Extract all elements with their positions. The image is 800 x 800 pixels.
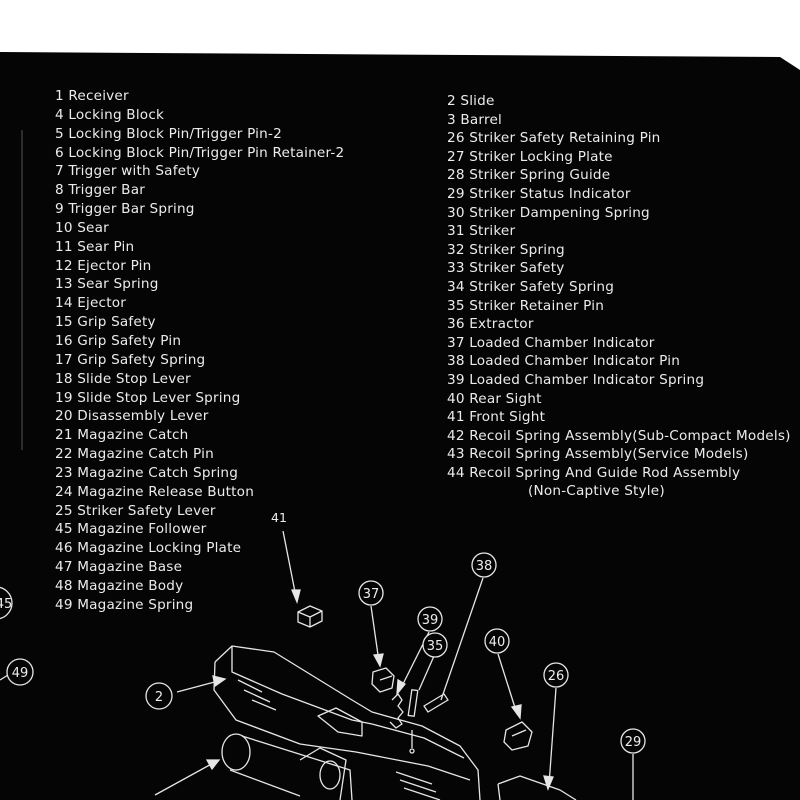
leader-35	[418, 655, 435, 691]
callout-circle-26	[543, 662, 569, 688]
arrowhead-39	[396, 678, 406, 697]
arrowhead-26	[543, 775, 554, 791]
part-list-item: 28 Striker Spring Guide	[447, 167, 611, 184]
part-list-item: 27 Striker Locking Plate	[447, 148, 613, 165]
part-list-item: 39 Loaded Chamber Indicator Spring	[447, 371, 705, 388]
retainer-pins-part	[407, 689, 449, 754]
callout-circle-37	[358, 580, 384, 606]
callout-circle-29	[620, 728, 646, 754]
part-list-item: 46 Magazine Locking Plate	[55, 540, 242, 557]
slide-part	[213, 645, 481, 800]
arrowhead-41	[291, 589, 301, 605]
part-list-item: 17 Grip Safety Spring	[55, 351, 206, 368]
callout-circle-45	[0, 586, 13, 620]
callout-40: 40	[489, 635, 506, 650]
callout-29: 29	[625, 735, 642, 750]
callout-35: 35	[427, 639, 444, 654]
leader-40	[497, 653, 518, 715]
callout-26: 26	[548, 669, 565, 684]
part-list-item: 16 Grip Safety Pin	[55, 332, 182, 349]
part-list-item: 5 Locking Block Pin/Trigger Pin-2	[55, 125, 282, 142]
part-list-item: 41 Front Sight	[447, 409, 546, 426]
leader-38	[440, 577, 484, 701]
part-list-item: 3 Barrel	[447, 111, 503, 128]
callout-37: 37	[363, 587, 380, 602]
part-list-item: 18 Slide Stop Lever	[55, 370, 191, 387]
parts-list-left: 1 Receiver 4 Locking Block 5 Locking Block…	[55, 87, 344, 615]
leader-49	[0, 674, 9, 681]
part-list-item: 14 Ejector	[55, 295, 127, 312]
mat-background	[0, 52, 800, 800]
part-list-item: 38 Loaded Chamber Indicator Pin	[447, 353, 681, 370]
part-list-item: 6 Locking Block Pin/Trigger Pin Retainer…	[55, 144, 345, 161]
part-list-item: 37 Loaded Chamber Indicator	[447, 334, 655, 351]
part-list-item: 26 Striker Safety Retaining Pin	[447, 130, 661, 147]
part-list-item: 19 Slide Stop Lever Spring	[55, 389, 241, 406]
part-list-item: 15 Grip Safety	[55, 314, 156, 331]
leader-41	[282, 530, 297, 598]
part-list-item: 29 Striker Status Indicator	[447, 185, 631, 202]
part-list-item: 11 Sear Pin	[55, 238, 135, 255]
part-list-item: 31 Striker	[447, 223, 516, 240]
rear-sight-part	[503, 721, 533, 751]
barrel-part	[221, 733, 353, 800]
part-list-item: 34 Striker Safety Spring	[447, 278, 615, 295]
callout-2: 2	[155, 690, 163, 705]
callout-39: 39	[422, 613, 439, 628]
part-list-item: 20 Disassembly Lever	[55, 408, 209, 425]
part-list-item: 49 Magazine Spring	[55, 596, 194, 613]
part-list-item: 8 Trigger Bar	[55, 182, 146, 199]
part-list-item: 48 Magazine Body	[55, 577, 184, 594]
part-list-item: 35 Striker Retainer Pin	[447, 297, 605, 314]
part-list-item: 9 Trigger Bar Spring	[55, 201, 195, 218]
callout-49: 49	[12, 666, 29, 681]
part-list-item: 33 Striker Safety	[447, 260, 565, 277]
leader-26	[548, 687, 557, 786]
front-sight-part	[297, 605, 323, 628]
part-list-item: 7 Trigger with Safety	[55, 163, 201, 180]
part-list-item: 47 Magazine Base	[55, 559, 183, 576]
arrowhead-barrel	[205, 759, 221, 771]
part-list-item: 2 Slide	[447, 93, 495, 109]
part-list-item: 32 Striker Spring	[447, 241, 565, 258]
leader-37	[370, 605, 380, 663]
callout-circle-39	[417, 606, 443, 632]
part-list-item: 42 Recoil Spring Assembly(Sub-Compact Mo…	[447, 427, 791, 444]
part-list-item: 30 Striker Dampening Spring	[447, 204, 650, 221]
callout-38: 38	[476, 559, 493, 574]
part-list-item: 4 Locking Block	[55, 106, 165, 123]
callout-41: 41	[271, 510, 287, 525]
part-list-item: 12 Ejector Pin	[55, 257, 152, 274]
part-list-item: 40 Rear Sight	[447, 390, 542, 407]
arrowhead-40	[510, 704, 522, 720]
callout-45: 45	[0, 597, 12, 612]
striker-block-part	[497, 775, 577, 800]
part-list-item: 22 Magazine Catch Pin	[55, 446, 214, 463]
callout-circle-38	[471, 552, 497, 578]
part-list-item: 13 Sear Spring	[55, 276, 159, 293]
part-list-item: 44 Recoil Spring And Guide Rod Assembly	[447, 464, 741, 481]
leader-barrel	[154, 761, 216, 796]
indicator-spring-part	[389, 693, 404, 729]
part-list-item: 36 Extractor	[447, 316, 534, 333]
parts-list-right: 2 Slide 3 Barrel 26 Striker Safety Retaini…	[447, 92, 791, 501]
arrowhead-37	[372, 653, 384, 668]
part-list-item: 10 Sear	[55, 219, 109, 236]
part-list-item: 43 Recoil Spring Assembly(Service Models…	[447, 446, 749, 463]
part-list-item: 1 Receiver	[55, 88, 129, 104]
callout-circle-49	[6, 658, 34, 686]
loaded-chamber-indicator-part	[371, 667, 395, 693]
part-list-item: 25 Striker Safety Lever	[55, 502, 216, 519]
part-list-item: 21 Magazine Catch	[55, 427, 189, 444]
part-list-item: 23 Magazine Catch Spring	[55, 464, 239, 481]
part-list-item-continuation: (Non-Captive Style)	[528, 483, 665, 500]
callout-circle-2	[145, 682, 173, 710]
part-list-item: 45 Magazine Follower	[55, 521, 207, 538]
callout-circle-35	[422, 632, 448, 658]
callout-circle-40	[484, 628, 510, 654]
part-list-item: 24 Magazine Release Button	[55, 483, 255, 500]
